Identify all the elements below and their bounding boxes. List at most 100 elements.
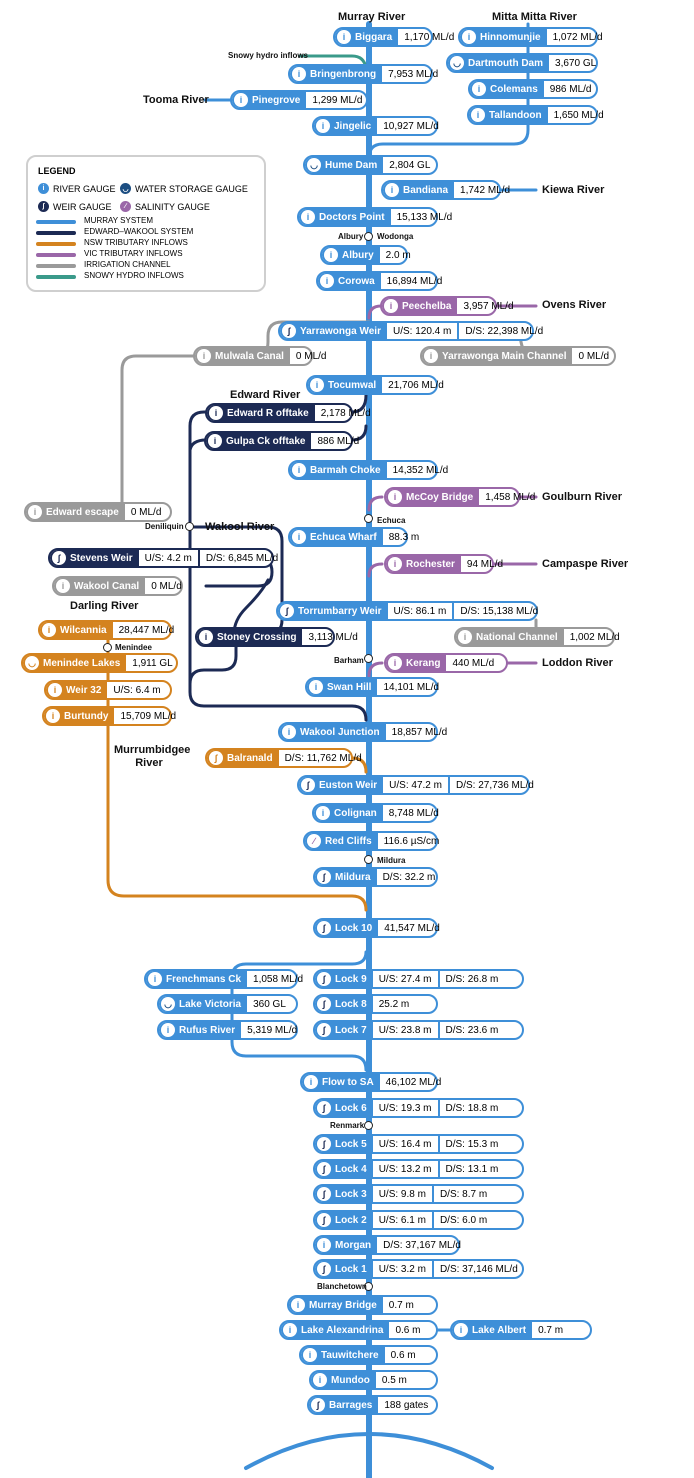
river-label-murrumbidgee: Murrumbidgee River	[114, 744, 191, 769]
gauge-value: 15,709 ML/d	[120, 710, 177, 722]
river-gauge-icon: i	[283, 1323, 297, 1337]
gauge-value: 1,458 ML/d	[485, 491, 536, 503]
legend-label: MURRAY SYSTEM	[84, 216, 154, 225]
legend-weir-gauge: ∫WEIR GAUGE	[38, 201, 112, 212]
gauge-rufus-river[interactable]: i Rufus River 5,319 ML/d	[157, 1020, 298, 1040]
legend-label: IRRIGATION CHANNEL	[84, 260, 171, 269]
gauge-value: 2,804 GL	[389, 159, 431, 171]
gauge-value: 0.5 m	[381, 1374, 407, 1386]
gauge-name: Bandiana	[403, 184, 449, 196]
gauge-name: Lock 7	[335, 1024, 367, 1036]
gauge-name: Rochester	[406, 558, 455, 570]
gauge-name: Tallandoon	[489, 109, 542, 121]
gauge-value: 1,002 ML/d	[569, 631, 620, 643]
town-renmark: Renmark	[330, 1121, 365, 1130]
river-label-goulburn: Goulburn River	[542, 491, 623, 503]
gauge-value: 5,319 ML/d	[247, 1024, 298, 1036]
gauge-name: Hinnomunjie	[480, 31, 541, 43]
town-dot-menindee	[103, 643, 112, 652]
gauge-value: 0 ML/d	[130, 506, 162, 518]
river-gauge-icon: i	[454, 1323, 468, 1337]
gauge-value: D/S: 37,167 ML/d	[383, 1239, 461, 1251]
gauge-downstream-value: D/S: 15,138 ML/d	[452, 603, 544, 619]
gauge-name: Mildura	[335, 871, 371, 883]
salinity-gauge-icon: ∕	[120, 201, 131, 212]
gauge-name: Lake Victoria	[179, 998, 242, 1010]
town-dot-barham	[364, 654, 373, 663]
river-gauge-icon: i	[28, 505, 42, 519]
gauge-value: 0.7 m	[538, 1324, 564, 1336]
gauge-name: Wakool Junction	[300, 726, 380, 738]
river-gauge-icon: i	[161, 1023, 175, 1037]
storage-gauge-icon: ◡	[307, 158, 321, 172]
gauge-value: 8,748 ML/d	[388, 807, 439, 819]
gauge-name: Rufus River	[179, 1024, 236, 1036]
weir-gauge-icon: ∫	[317, 1262, 331, 1276]
gauge-upstream-value: U/S: 3.2 m	[378, 1263, 426, 1275]
gauge-value: 2.0 m	[385, 249, 411, 261]
